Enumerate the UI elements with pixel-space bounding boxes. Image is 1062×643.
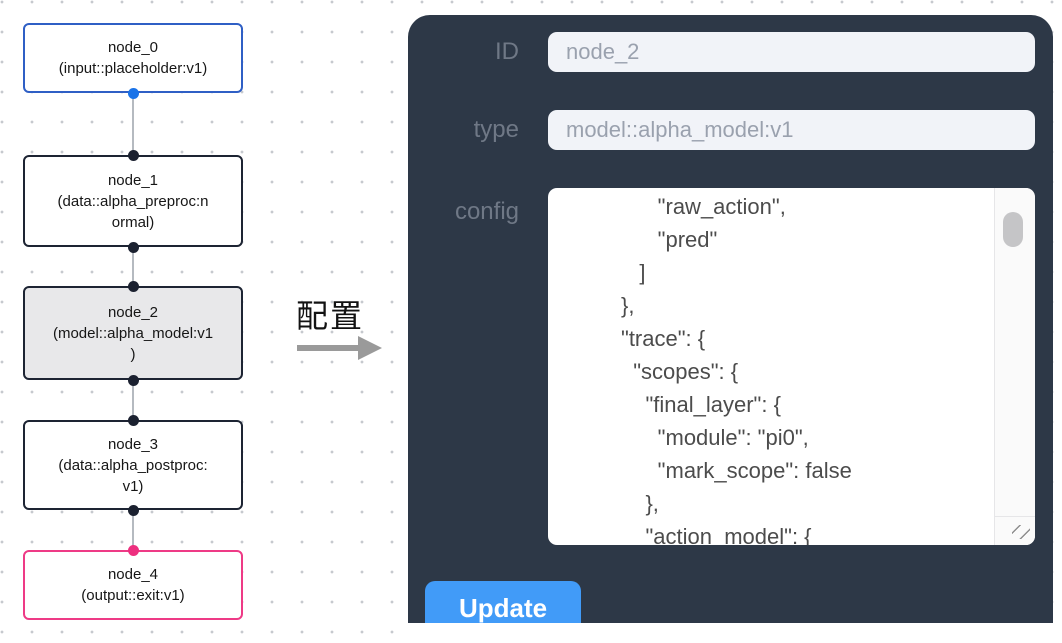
node-label-line: node_2 [107, 303, 159, 321]
node-label-line: node_1 [107, 171, 159, 189]
port-node_2-top[interactable] [128, 280, 139, 292]
field-row-type: type [428, 110, 1035, 150]
config-label: config [454, 198, 519, 225]
id-input[interactable] [548, 32, 1035, 72]
config-panel: ID type config "raw_action", "pred" ] },… [408, 15, 1053, 623]
bottom-margin [405, 623, 1062, 643]
scrollbar-corner [995, 516, 1035, 545]
node-label-line: (input::placeholder:v1) [58, 60, 208, 77]
node-label-line: node_3 [107, 435, 159, 453]
edge-connector[interactable] [132, 93, 134, 155]
port-node_4-top[interactable] [128, 544, 139, 556]
config-json-text[interactable]: "raw_action", "pred" ] }, "trace": { "sc… [621, 194, 852, 545]
transition-annotation: 配置 [296, 298, 382, 360]
graph-node-node_4[interactable]: node_4(output::exit:v1) [23, 550, 243, 620]
arrow-right-icon [296, 336, 382, 360]
update-button[interactable]: Update [425, 581, 581, 623]
node-label-line: ) [130, 345, 136, 363]
field-row-id: ID [428, 32, 1035, 72]
node-label-line: node_4 [107, 566, 159, 583]
port-node_3-top[interactable] [128, 414, 139, 426]
port-node_1-top[interactable] [128, 149, 139, 161]
port-node_2-bottom[interactable] [128, 374, 139, 386]
config-scrollbar[interactable] [994, 188, 1035, 545]
config-scrollbar-thumb[interactable] [1003, 212, 1023, 247]
node-label-line: (data::alpha_postproc: [58, 456, 208, 474]
field-row-config: config "raw_action", "pred" ] }, "trace"… [428, 188, 1035, 545]
id-label: ID [495, 38, 519, 65]
type-input[interactable] [548, 110, 1035, 150]
node-label-line: (output::exit:v1) [81, 587, 185, 604]
transition-label: 配置 [296, 298, 365, 334]
resize-grip-icon[interactable] [1012, 525, 1030, 539]
node-label-line: (model::alpha_model:v1 [52, 324, 214, 342]
port-node_0-bottom[interactable] [128, 87, 139, 99]
node-label-line: ormal) [111, 213, 155, 231]
edge-connector[interactable] [132, 510, 134, 550]
edge-connector[interactable] [132, 380, 134, 420]
type-label: type [473, 116, 519, 143]
edge-connector[interactable] [132, 247, 134, 286]
node-label-line: node_0 [107, 39, 159, 56]
port-node_1-bottom[interactable] [128, 241, 139, 253]
graph-node-node_2[interactable]: node_2(model::alpha_model:v1) [23, 286, 243, 380]
graph-node-node_3[interactable]: node_3(data::alpha_postproc:v1) [23, 420, 243, 510]
node-label-line: v1) [122, 477, 144, 495]
node-label-line: (data::alpha_preproc:n [57, 192, 209, 210]
config-textarea[interactable]: "raw_action", "pred" ] }, "trace": { "sc… [548, 188, 1035, 545]
graph-node-node_0[interactable]: node_0(input::placeholder:v1) [23, 23, 243, 93]
port-node_3-bottom[interactable] [128, 504, 139, 516]
